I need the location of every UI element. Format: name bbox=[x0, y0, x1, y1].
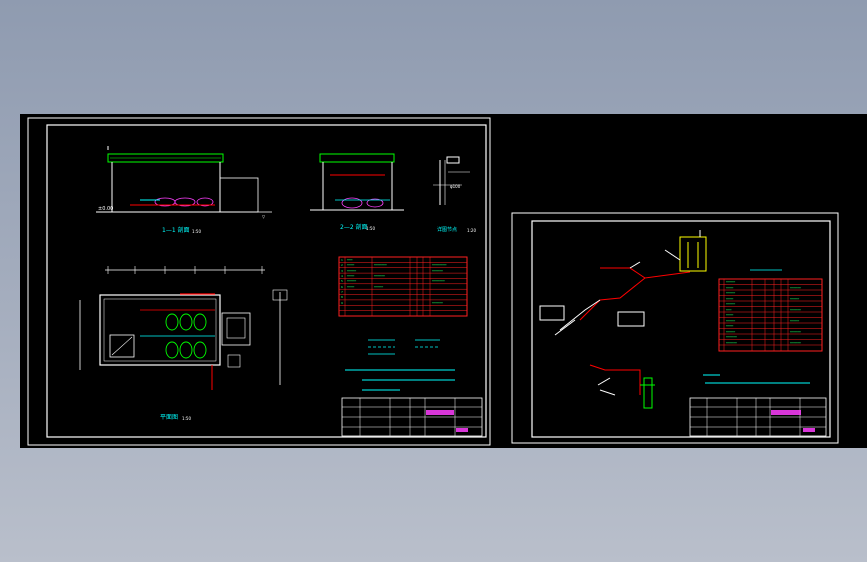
isometric-piping bbox=[539, 230, 707, 409]
svg-text:━━━━━: ━━━━━ bbox=[725, 291, 735, 295]
svg-text:━━━━━━━━: ━━━━━━━━ bbox=[431, 263, 447, 267]
svg-text:±0.00: ±0.00 bbox=[98, 206, 113, 212]
svg-text:φ100: φ100 bbox=[450, 184, 461, 189]
svg-text:━━━━━━: ━━━━━━ bbox=[789, 341, 801, 345]
svg-text:▽: ▽ bbox=[262, 214, 266, 219]
svg-text:━━━━━━━: ━━━━━━━ bbox=[373, 263, 387, 267]
plan-view: 平面图 1:50 bbox=[79, 266, 288, 421]
svg-text:━━━━━━: ━━━━━━ bbox=[725, 341, 737, 345]
svg-text:1:50: 1:50 bbox=[182, 416, 191, 421]
elevation-view-2: 2—2 剖面 1:50 bbox=[310, 153, 404, 231]
svg-text:1: 1 bbox=[341, 258, 343, 262]
svg-text:━━━━: ━━━━ bbox=[725, 324, 733, 328]
svg-text:━━━: ━━━ bbox=[725, 308, 732, 312]
svg-text:━━━━━: ━━━━━ bbox=[373, 285, 383, 289]
svg-text:平面图: 平面图 bbox=[160, 414, 178, 421]
svg-text:━━━━━━: ━━━━━━ bbox=[789, 330, 801, 334]
svg-text:━━━━━━: ━━━━━━ bbox=[373, 274, 385, 278]
svg-text:━━━━━━: ━━━━━━ bbox=[431, 301, 443, 305]
sheet-1[interactable]: ±0.00 1—1 剖面 1:50 ▽ 2—2 剖面 1:50 bbox=[27, 117, 491, 446]
svg-text:━━━━: ━━━━ bbox=[725, 286, 733, 290]
svg-text:9: 9 bbox=[341, 301, 343, 305]
svg-text:━━━━━━: ━━━━━━ bbox=[725, 335, 737, 339]
svg-text:━━━━━: ━━━━━ bbox=[725, 319, 735, 323]
sheet-2-outer-frame bbox=[511, 212, 839, 444]
svg-text:5: 5 bbox=[341, 279, 343, 283]
svg-text:━━━━━: ━━━━━ bbox=[789, 319, 799, 323]
notes-1 bbox=[345, 369, 455, 391]
svg-text:━━━━━━: ━━━━━━ bbox=[789, 286, 801, 290]
svg-text:4: 4 bbox=[341, 274, 343, 278]
svg-text:━━━━━━: ━━━━━━ bbox=[789, 308, 801, 312]
svg-text:━━━: ━━━ bbox=[346, 258, 353, 262]
svg-text:6: 6 bbox=[341, 285, 343, 289]
svg-text:━━━━━: ━━━━━ bbox=[725, 330, 735, 334]
notes-2 bbox=[703, 374, 810, 384]
svg-text:━━━━━: ━━━━━ bbox=[725, 280, 735, 284]
sheet-2[interactable]: ━━━━━━━━━━━━━━ ━━━━━━━━━━━━ ━━━━━━━━━━━━… bbox=[511, 212, 839, 444]
svg-text:━━━━━━━: ━━━━━━━ bbox=[431, 279, 445, 283]
svg-text:━━━━━: ━━━━━ bbox=[789, 297, 799, 301]
svg-text:1—1 剖面: 1—1 剖面 bbox=[162, 226, 190, 234]
svg-text:━━━━: ━━━━ bbox=[346, 285, 354, 289]
svg-text:━━━━: ━━━━ bbox=[346, 274, 354, 278]
svg-text:3: 3 bbox=[341, 269, 343, 273]
svg-text:1:50: 1:50 bbox=[366, 226, 375, 231]
legend-table-1: 123 456 789 ━━━━━━━━━━━━ ━━━━━━━━━━━━━ ━… bbox=[338, 256, 468, 317]
symbol-legend-1 bbox=[368, 339, 440, 355]
svg-text:2—2 剖面: 2—2 剖面 bbox=[340, 223, 368, 231]
svg-text:━━━━: ━━━━ bbox=[346, 263, 354, 267]
svg-text:━━━━: ━━━━ bbox=[725, 297, 733, 301]
svg-text:━━━━━: ━━━━━ bbox=[725, 302, 735, 306]
svg-text:1:20: 1:20 bbox=[467, 228, 476, 233]
title-block-1 bbox=[341, 397, 483, 437]
svg-text:1:50: 1:50 bbox=[192, 229, 201, 234]
elevation-view-1: ±0.00 1—1 剖面 1:50 ▽ bbox=[96, 146, 272, 234]
svg-text:7: 7 bbox=[341, 290, 343, 294]
detail-view: φ100 详图节点 1:20 bbox=[433, 156, 476, 233]
svg-text:━━━━: ━━━━ bbox=[725, 313, 733, 317]
svg-text:━━━━━: ━━━━━ bbox=[346, 279, 356, 283]
svg-text:━━━━━━: ━━━━━━ bbox=[431, 269, 443, 273]
title-block-2 bbox=[689, 397, 827, 437]
svg-text:详图节点: 详图节点 bbox=[437, 226, 457, 233]
sheet-2-inner-frame bbox=[531, 220, 831, 438]
sheet-1-inner-frame bbox=[46, 124, 487, 438]
svg-text:8: 8 bbox=[341, 295, 343, 299]
svg-text:2: 2 bbox=[341, 263, 343, 267]
sheet-1-outer-frame bbox=[27, 117, 491, 446]
svg-text:━━━━━: ━━━━━ bbox=[346, 269, 356, 273]
legend-table-2: ━━━━━━━━━━━━━━ ━━━━━━━━━━━━ ━━━━━━━━━━━━… bbox=[718, 269, 823, 352]
model-space-background bbox=[20, 114, 867, 448]
